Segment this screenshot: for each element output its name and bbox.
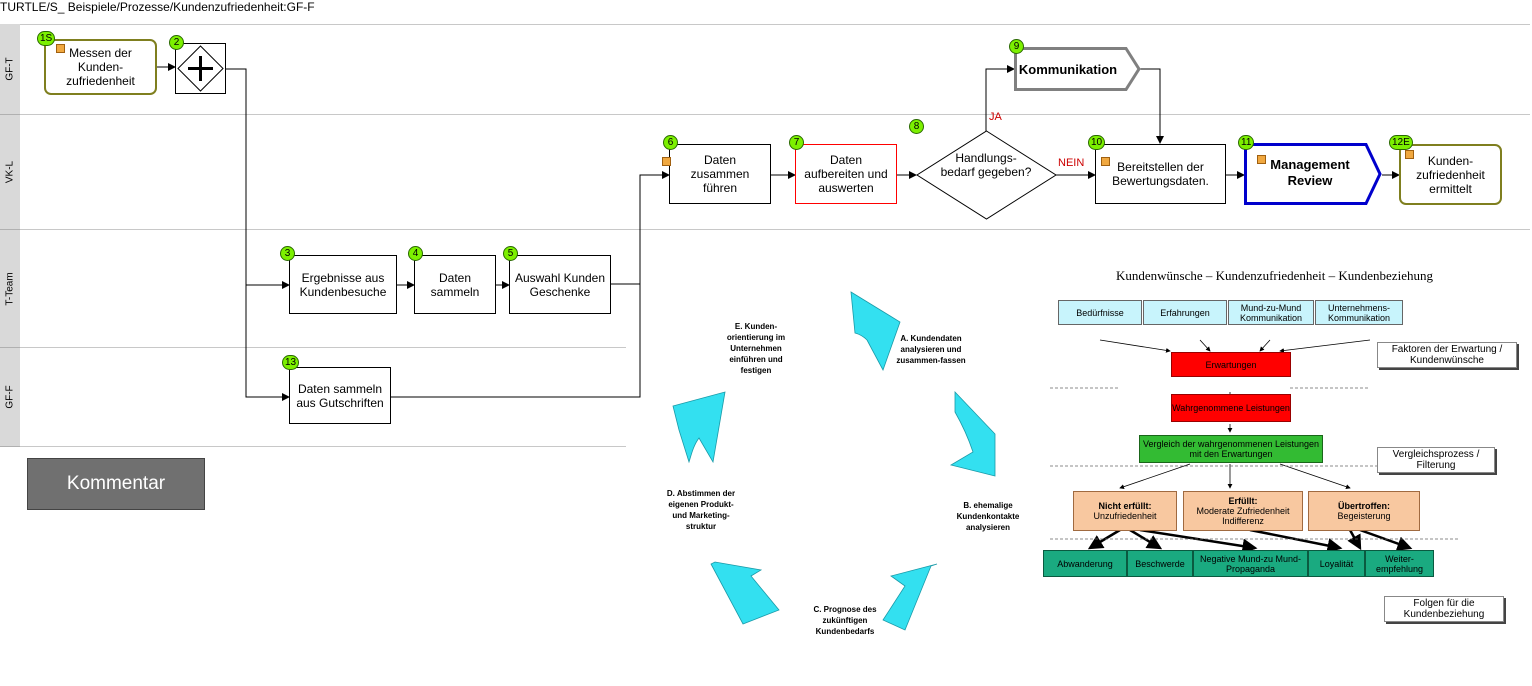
subprocess-label: Kommunikation [1018,62,1118,77]
cycle-step-a: A. Kundendaten analysieren und zusammen-… [896,334,966,365]
kbz-consequence: Abwanderung [1043,550,1127,577]
kbz-consequence: Beschwerde [1127,550,1193,577]
step-number: 8 [909,119,924,134]
subprocess-kommunikation[interactable] [1014,47,1141,91]
kbz-consequence: Weiter-empfehlung [1365,550,1434,577]
step-number: 12E [1389,135,1413,150]
kbz-vergleich: Vergleich der wahrgenommenen Leistungen … [1139,435,1323,463]
kbz-note-faktoren: Faktoren der Erwartung / Kundenwünsche [1377,342,1517,368]
lane-divider [20,24,1530,25]
lane-divider [20,446,626,447]
step-number: 10 [1088,135,1106,150]
lane-vk-l: VK-L [0,115,20,230]
cycle-step-e: E. Kunden-orientierung im Unternehmen ei… [726,322,786,375]
kbz-factor: Erfahrungen [1143,300,1227,325]
lane-gf-f: GF-F [0,348,20,447]
step-number: 11 [1238,135,1255,150]
edge-label-nein: NEIN [1058,157,1085,169]
step-number: 4 [408,246,423,261]
step-number: 13 [282,355,300,370]
cycle-step-b: B. ehemalige Kundenkontakte analysieren [956,501,1020,532]
decision-handlungsbedarf[interactable] [916,130,1057,220]
task-marker-icon [1405,150,1414,159]
lane-divider [20,114,1530,115]
task-auswahl[interactable]: Auswahl Kunden Geschenke [509,255,611,314]
start-event-messen[interactable]: Messen der Kunden-zufriedenheit [44,39,157,95]
kbz-nicht-erfuellt: Nicht erfüllt:Unzufriedenheit [1073,491,1177,531]
task-daten-sammeln[interactable]: Daten sammeln [414,255,496,314]
lane-divider [20,347,626,348]
lane-gf-t: GF-T [0,24,20,115]
subprocess-label: Management Review [1270,157,1350,188]
task-aufbereiten[interactable]: Daten aufbereiten und auswerten [795,144,897,204]
kbz-uebertroffen: Übertroffen:Begeisterung [1308,491,1420,531]
step-number: 5 [503,246,518,261]
step-number: 1S [37,31,56,46]
cycle-step-d: D. Abstimmen der eigenen Produkt- und Ma… [666,489,736,531]
step-number: 7 [789,135,804,150]
step-number: 6 [663,135,678,150]
cycle-step-c: C. Prognose des zukünftigen Kundenbedarf… [813,605,877,636]
end-event-ermittelt[interactable]: Kunden-zufriedenheit ermittelt [1399,144,1502,205]
kbz-factor: Mund-zu-Mund Kommunikation [1228,300,1314,325]
decision-label: Handlungs-bedarf gegeben? [940,151,1032,179]
lane-divider [20,229,1530,230]
parallel-gateway-icon [177,45,224,92]
step-number: 3 [280,246,295,261]
kbz-factor: Bedürfnisse [1058,300,1142,325]
task-marker-icon [662,157,671,166]
cycle-arrows [672,291,996,631]
lane-t-team: T-Team [0,230,20,348]
parallel-gateway[interactable] [175,43,226,94]
edge-label-ja: JA [989,111,1002,123]
step-number: 2 [169,35,184,50]
kbz-consequence: Negative Mund-zu Mund-Propaganda [1193,550,1308,577]
task-marker-icon [56,44,65,53]
kbz-erfuellt: Erfüllt:Moderate Zufriedenheit Indiffere… [1183,491,1303,531]
kbz-note-vergleich: Vergleichsprozess / Filterung [1377,447,1495,473]
task-ergebnisse[interactable]: Ergebnisse aus Kundenbesuche [289,255,397,314]
step-number: 9 [1009,39,1024,54]
subprocess-management-review[interactable] [1244,143,1382,205]
task-marker-icon [1257,155,1266,164]
task-bereitstellen[interactable]: Bereitstellen der Bewertungsdaten. [1095,144,1226,204]
kbz-wahrgenommen: Wahrgenommene Leistungen [1171,394,1291,422]
task-gutschriften[interactable]: Daten sammeln aus Gutschriften [289,367,391,424]
kbz-note-folgen: Folgen für die Kundenbeziehung [1384,596,1504,622]
task-marker-icon [1101,157,1110,166]
kbz-consequence: Loyalität [1308,550,1365,577]
kommentar-button[interactable]: Kommentar [27,458,205,510]
kbz-factor: Unternehmens-Kommunikation [1315,300,1403,325]
kbz-erwartungen: Erwartungen [1171,352,1291,377]
kbz-title: Kundenwünsche – Kundenzufriedenheit – Ku… [1116,268,1433,283]
task-zusammen-fuehren[interactable]: Daten zusammen führen [669,144,771,204]
page-path: TURTLE/S_ Beispiele/Prozesse/Kundenzufri… [0,0,315,14]
